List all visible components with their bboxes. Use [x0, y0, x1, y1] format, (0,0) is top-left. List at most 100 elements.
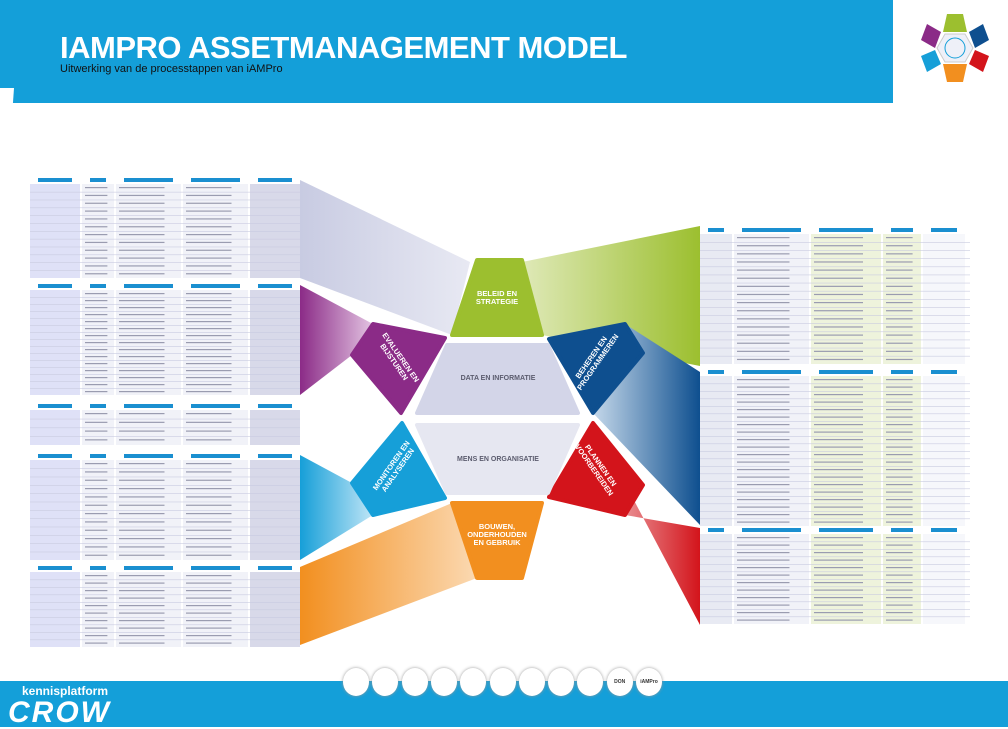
table-cell-text: [737, 469, 790, 471]
table-cell-text: [737, 552, 790, 554]
table-cell-text: [814, 514, 863, 516]
table-cell-text: [186, 321, 232, 323]
table-cell-text: [186, 612, 232, 614]
fan-monitoren: [300, 455, 373, 560]
table-cell-text: [186, 384, 232, 386]
table-row-divider: [30, 510, 300, 511]
table-cell-text: [186, 582, 232, 584]
table-cell-text: [814, 506, 863, 508]
table-cell-text: [85, 218, 108, 220]
table-column: [250, 290, 300, 395]
core-mens: [415, 423, 580, 495]
table-row-divider: [30, 311, 300, 312]
table-cell-text: [886, 318, 913, 320]
table-row-divider: [700, 347, 970, 349]
table-cell-text: [85, 391, 108, 393]
table-row-divider: [700, 496, 970, 497]
table-row-divider: [30, 609, 300, 611]
table-cell-text: [85, 328, 108, 330]
table-cell-text: [119, 265, 165, 267]
table-cell-text: [814, 318, 863, 320]
table-cell-text: [814, 619, 863, 621]
table-cell-text: [186, 471, 232, 473]
table-cell-text: [186, 335, 232, 337]
partner-logo: [372, 668, 399, 696]
table-row-divider: [30, 436, 300, 437]
table-cell-text: [886, 334, 913, 336]
table-cell-text: [85, 538, 108, 540]
table-row-divider: [700, 601, 970, 603]
table-cell-text: [85, 612, 108, 614]
table-cell-text: [814, 567, 863, 569]
segment-beleid: [450, 258, 544, 337]
table-cell-text: [737, 454, 790, 456]
table-row-divider: [30, 493, 300, 494]
table-cell-text: [85, 463, 108, 465]
table-cell-text: [814, 454, 863, 456]
table-cell-text: [85, 335, 108, 337]
table-cell-text: [119, 335, 165, 337]
page-subtitle: Uitwerking van de processtappen van iAMP…: [60, 63, 283, 75]
table-header: [742, 370, 801, 374]
table-cell-text: [814, 552, 863, 554]
table-row-divider: [30, 374, 300, 375]
table-cell-text: [814, 310, 863, 312]
table-cell-text: [814, 401, 863, 403]
table-cell-text: [186, 421, 232, 423]
table-row-divider: [700, 541, 970, 543]
table-header: [124, 178, 173, 182]
table-cell-text: [186, 363, 232, 365]
table-cell-text: [886, 574, 913, 576]
table-cell-text: [85, 413, 108, 415]
table-cell-text: [737, 484, 790, 486]
segments: [350, 258, 645, 580]
table-row-divider: [700, 594, 970, 595]
table-cell-text: [737, 334, 790, 336]
table-row-divider: [30, 332, 300, 333]
table-cell-text: [119, 582, 165, 584]
table-cell-text: [85, 620, 108, 622]
table-cell-text: [814, 424, 863, 426]
table-cell-text: [886, 416, 913, 418]
core-label-data: DATA EN INFORMATIE: [460, 375, 536, 382]
table-cell-text: [814, 334, 863, 336]
table-cell-text: [886, 326, 913, 328]
table-cell-text: [119, 356, 165, 358]
table-cell-text: [186, 496, 232, 498]
table-header: [742, 228, 801, 232]
table-header: [258, 178, 292, 182]
table-header: [891, 228, 913, 232]
table-cell-text: [886, 514, 913, 516]
table-cell-text: [85, 575, 108, 577]
table-cell-text: [119, 521, 165, 523]
table-row-divider: [30, 501, 300, 503]
table-cell-text: [186, 620, 232, 622]
table-cell-text: [886, 401, 913, 403]
table-cell-text: [886, 253, 913, 255]
table-row-divider: [30, 639, 300, 641]
table-cell-text: [814, 285, 863, 287]
table-cell-text: [85, 513, 108, 515]
table-cell-text: [737, 326, 790, 328]
table-cell-text: [119, 612, 165, 614]
table-cell-text: [186, 257, 232, 259]
table-header: [191, 566, 240, 570]
table-cell-text: [814, 386, 863, 388]
table-cell-text: [186, 488, 232, 490]
table-cell-text: [886, 342, 913, 344]
table-row-divider: [700, 616, 970, 618]
table-cell-text: [85, 202, 108, 204]
table-cell-text: [814, 416, 863, 418]
table-row-divider: [700, 609, 970, 610]
table-cell-text: [737, 574, 790, 576]
table-cell-text: [186, 635, 232, 637]
table-cell-text: [886, 386, 913, 388]
table-row-divider: [700, 488, 970, 490]
table-cell-text: [85, 349, 108, 351]
table-cell-text: [814, 446, 863, 448]
table-cell-text: [737, 476, 790, 478]
table-cell-text: [119, 370, 165, 372]
table-cell-text: [737, 386, 790, 388]
table-cell-text: [814, 358, 863, 361]
table-row-divider: [700, 307, 970, 308]
